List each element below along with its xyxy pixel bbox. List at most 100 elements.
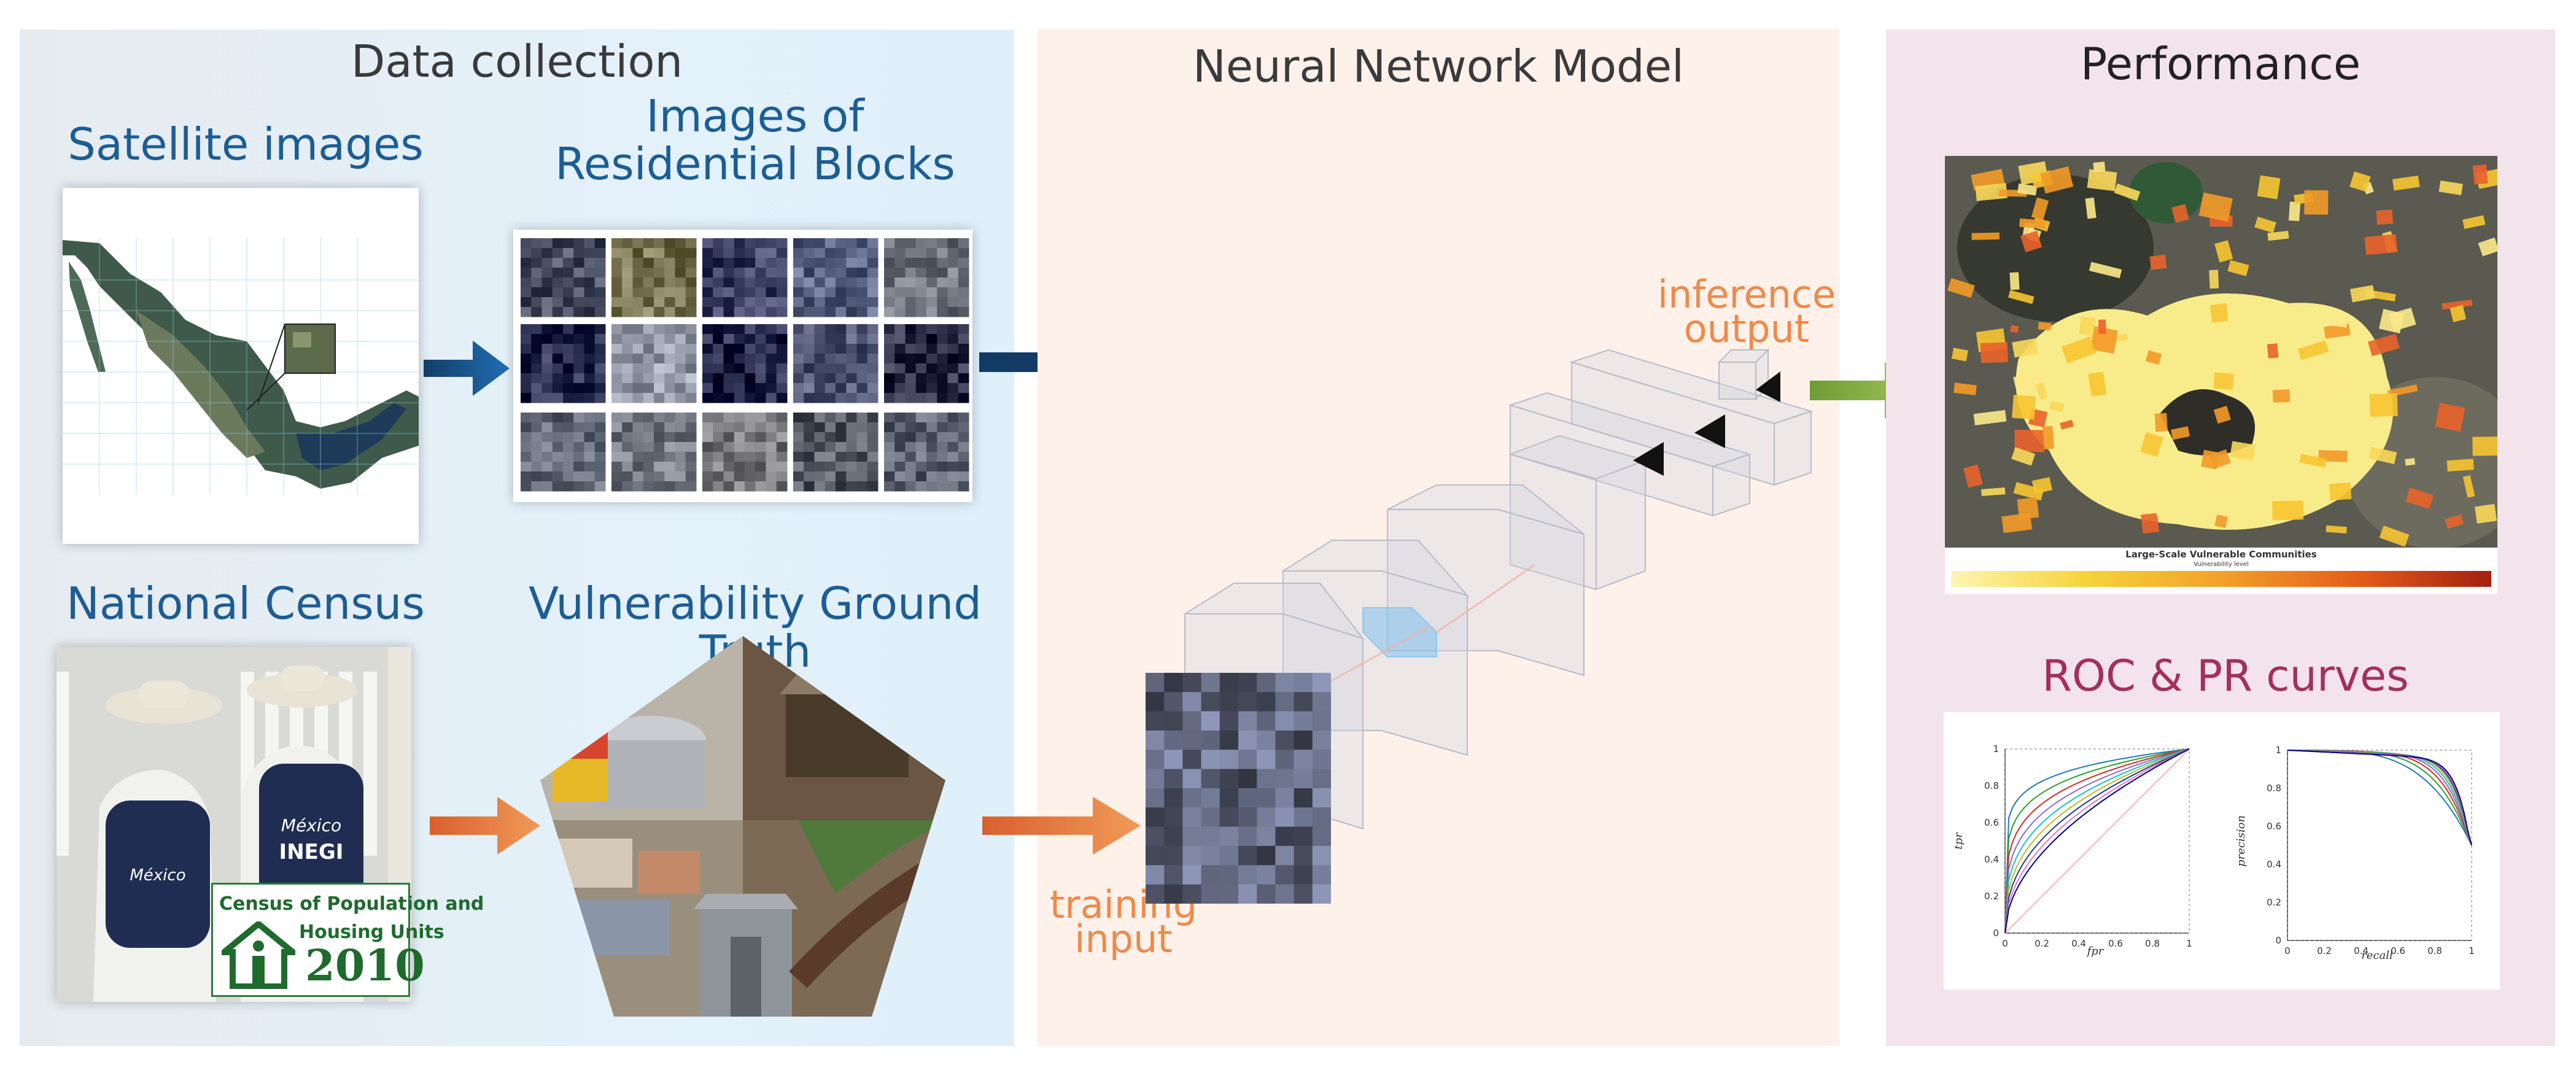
roc-curve [2004,748,2190,934]
y-tick-label: 0.2 [1984,891,1999,902]
performance-title: Performance [2080,38,2361,90]
input-pixel [1146,731,1165,750]
input-pixel [1164,884,1183,904]
map-patch [2367,333,2400,357]
block-tile [521,413,606,492]
input-pixel [1201,788,1220,808]
input-pixel [1182,846,1202,866]
map-patch [1963,464,1983,488]
map-patch [2089,262,2122,279]
x-tick-label: 0.2 [2317,945,2332,956]
input-pixel [1257,711,1276,731]
input-pixel [1238,884,1257,904]
pr-curve [2287,750,2472,846]
map-patch [2088,371,2107,397]
residential-blocks-title: Images of Residential Blocks [503,92,1007,188]
map-patch [1980,342,2008,363]
map-patch [1975,183,2008,201]
x-tick-label: 0.8 [2145,938,2160,949]
input-pixel [1146,711,1165,731]
input-pixel [1294,846,1313,866]
input-pixel [1275,884,1295,904]
input-pixel [1164,711,1183,731]
map-patch [2350,285,2375,303]
census-badge-year: 2010 [305,940,425,991]
map-patch [2198,192,2233,222]
map-patch [2020,230,2043,252]
map-patch [2154,413,2168,432]
input-pixel [1294,673,1313,692]
map-patch [2472,164,2488,185]
y-tick-label: 0.4 [1984,854,1999,865]
map-patch [2035,382,2048,400]
input-pixel [1257,846,1276,866]
neural-network-title: Neural Network Model [1192,41,1685,92]
input-pixel [1182,865,1202,885]
map-patch [2446,459,2474,472]
y-tick-label: 0.6 [2267,821,2281,832]
map-patch [2272,389,2291,403]
map-patch [2017,183,2038,196]
map-patch [2435,403,2465,432]
input-pixel [1294,826,1313,847]
map-patch [2079,316,2096,336]
data-collection-title: Data collection [351,36,683,87]
map-patch [2085,197,2097,219]
input-pixel [1275,769,1295,789]
map-patch [2008,290,2035,304]
input-pixel [1164,807,1183,828]
pr-curve [2287,750,2472,846]
input-pixel [1201,865,1220,885]
pr-plot: 000.20.20.40.40.60.60.80.811 [2267,745,2475,956]
map-patch [2013,482,2044,501]
roc-curve [2004,748,2190,934]
map-patch [2090,326,2119,354]
x-tick-label: 0.4 [2354,945,2368,956]
block-tile [793,324,879,403]
input-pixel [1312,884,1331,904]
map-patch [2450,304,2467,322]
input-pixel [1182,826,1202,847]
block-tile [793,238,879,317]
input-pixel [1201,750,1220,770]
svg-text:INEGI: INEGI [279,840,344,864]
map-patch [2445,514,2464,529]
input-pixel [1294,711,1313,731]
map-patch [2379,525,2410,547]
ground-truth-pentagon-collage [540,636,945,1017]
input-pixel [1164,731,1183,750]
map-patch [2098,319,2106,334]
y-tick-label: 1 [1993,743,1999,754]
input-pixel [1146,865,1165,885]
input-pixel [1201,769,1220,789]
input-pixel [1312,711,1331,731]
pr-xlabel: recall [2361,949,2393,962]
input-pixel [1219,673,1239,692]
vulnerability-map-image [1945,156,2497,548]
input-pixel [1219,769,1239,789]
pr-curve [2287,750,2472,846]
input-pixel [1312,865,1331,885]
map-patch [2209,269,2219,289]
satellite-image [63,188,419,544]
input-pixel [1201,807,1220,828]
map-patch [2141,513,2160,534]
map-patch [1971,232,2000,240]
y-tick-label: 0.8 [2267,783,2281,794]
input-pixel [1275,807,1295,828]
map-caption: Large-Scale Vulnerable Communities [2125,549,2317,560]
input-pixel [1238,788,1257,808]
input-pixel [1238,846,1257,866]
map-patch [2145,350,2162,365]
input-pixel [1257,826,1276,847]
map-patch [2349,171,2371,192]
block-tile [611,324,697,403]
residential-blocks-mosaic [513,230,972,502]
input-pixel [1219,750,1239,770]
input-pixel [1164,865,1183,885]
map-patch [2376,209,2394,225]
arrow-census-to-ground-truth [430,797,540,855]
satellite-images-title: Satellite images [68,118,424,170]
input-pixel [1182,884,1202,904]
